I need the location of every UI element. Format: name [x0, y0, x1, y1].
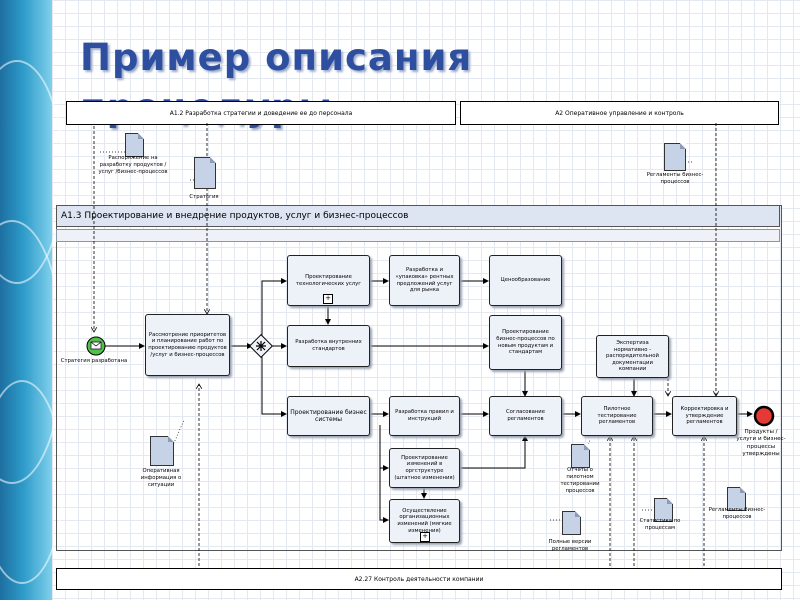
task-analysis[interactable]: Рассмотрение приоритетов и планирование …: [145, 314, 230, 376]
task-tech-design[interactable]: Проектирование технологических услуг: [287, 255, 370, 306]
header-a27[interactable]: А2.27 Контроль деятельности компании: [56, 568, 782, 590]
operational-info-doc-label: Оперативная информация о ситуации: [140, 468, 182, 488]
stats-doc-label: Статистика по процессам: [639, 518, 681, 531]
end-event: [753, 405, 775, 427]
pool-a13-lane-bar: [56, 229, 780, 242]
task-pilot[interactable]: Пилотное тестирование регламентов: [581, 396, 653, 436]
order-doc-icon[interactable]: [125, 133, 144, 157]
final-regulations-doc-icon[interactable]: [562, 511, 581, 535]
pilot-reports-doc-icon[interactable]: [571, 444, 590, 468]
regulations-right-doc-label: Регламенты бизнес-процессов: [708, 507, 766, 520]
task-expertise[interactable]: Экспертиза нормативно - распорядительной…: [596, 335, 669, 378]
task-internal-std[interactable]: Разработка внутренних стандартов: [287, 325, 370, 367]
task-product-dev[interactable]: Разработка и «упаковка» рентных предложе…: [389, 255, 460, 306]
operational-info-doc-icon[interactable]: [150, 436, 174, 466]
task-rules-dev[interactable]: Разработка правил и инструкций: [389, 396, 460, 436]
task-approval[interactable]: Согласование регламентов: [489, 396, 562, 436]
task-pricing[interactable]: Ценообразование: [489, 255, 562, 306]
regulations-right-doc-icon[interactable]: [727, 487, 746, 511]
strategy-doc-icon[interactable]: [194, 157, 216, 189]
task-tech-design-label: Проектирование технологических услуг: [295, 273, 362, 287]
final-regulations-doc-label: Полные версии регламентов: [548, 539, 592, 552]
subprocess-plus-icon: +: [420, 532, 430, 542]
stats-doc-icon[interactable]: [654, 498, 673, 522]
strategy-doc-label: Стратегия: [189, 194, 219, 200]
subprocess-plus-icon: +: [323, 294, 333, 304]
regulations-top-doc-label: Регламенты бизнес-процессов: [646, 172, 704, 185]
start-event-label: Стратегия разработана: [60, 358, 128, 364]
order-doc-label: Распоряжение на разработку продуктов / у…: [98, 155, 168, 175]
slide-title-line-1: Пример описания: [80, 36, 473, 79]
pilot-reports-doc-label: Отчеты о пилотном тестировании процессов: [560, 467, 600, 494]
decorative-sidebar: [0, 0, 64, 600]
regulations-top-doc-icon[interactable]: [664, 143, 686, 171]
task-bp-design[interactable]: Проектирование бизнес-процессов по новым…: [489, 315, 562, 370]
task-correction[interactable]: Корректировка и утверждение регламентов: [672, 396, 737, 436]
task-it-design[interactable]: Проектирование бизнес системы: [287, 396, 370, 436]
header-a12[interactable]: А1.2 Разработка стратегии и доведение ее…: [66, 101, 456, 125]
pool-a13-header[interactable]: А1.3 Проектирование и внедрение продукто…: [56, 205, 780, 227]
task-org-changes-design[interactable]: Проектирование изменений в оргструктуре …: [389, 448, 460, 488]
products-approved-label: Продукты / услуги и бизнес-процессы утве…: [736, 429, 786, 457]
header-a2[interactable]: А2 Оперативное управление и контроль: [460, 101, 779, 125]
